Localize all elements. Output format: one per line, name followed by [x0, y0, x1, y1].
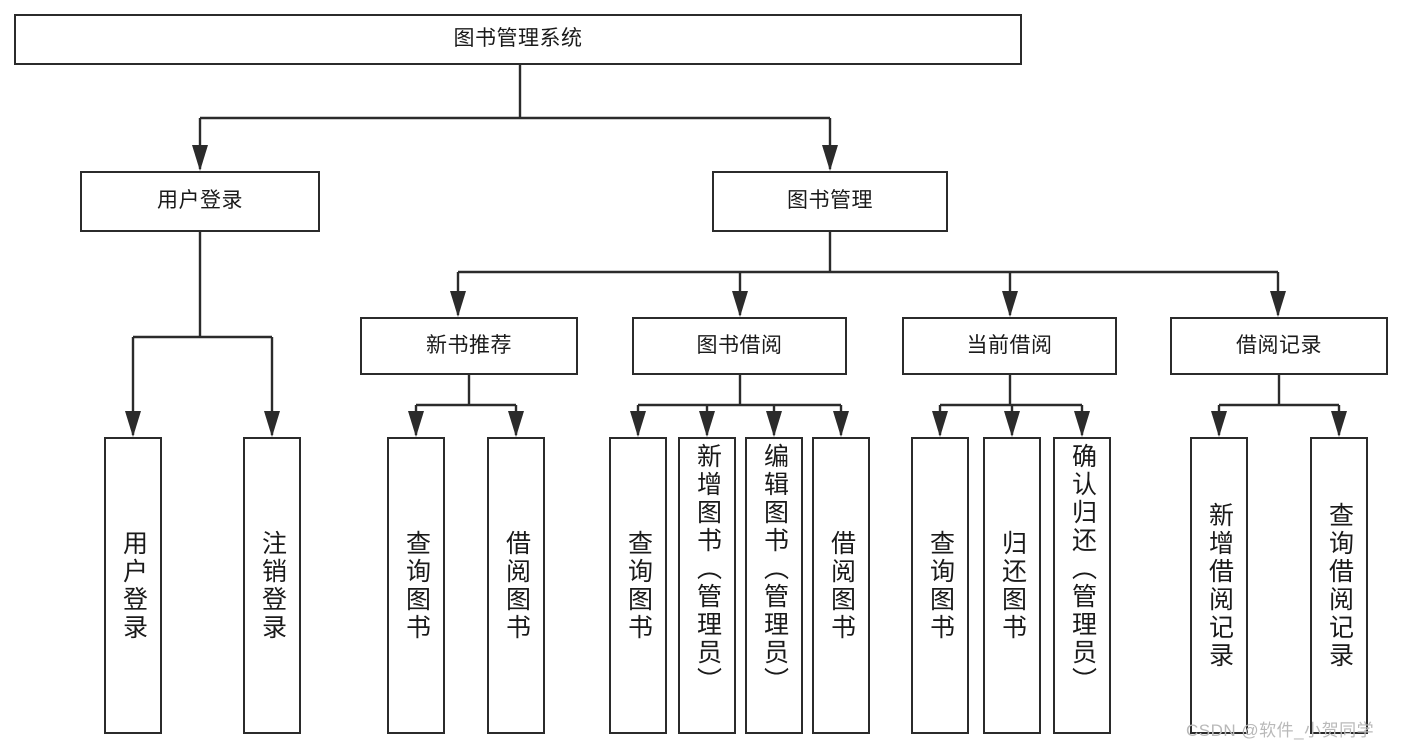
arrowhead-user-login-0 [125, 411, 141, 437]
arrowhead-current-borrow-0 [932, 411, 948, 437]
csdn-watermark: CSDN @软件_小贺同学 [1186, 721, 1375, 740]
node-label: 新增借阅记录 [1205, 501, 1234, 670]
arrowhead-book-borrow-0 [630, 411, 646, 437]
node-leaf-logout[interactable]: 注销登录 [243, 437, 301, 734]
node-label: 图书管理 [787, 189, 873, 213]
node-label: 图书管理系统 [453, 27, 583, 51]
arrowhead-book-borrow-1 [699, 411, 715, 437]
node-book-manage[interactable]: 图书管理 [712, 171, 948, 232]
arrowhead-book-borrow-2 [766, 411, 782, 437]
node-label: 确认归还（管理员） [1068, 443, 1097, 695]
node-leaf-query-book-3[interactable]: 查询图书 [911, 437, 969, 734]
node-label: 借阅图书 [502, 529, 531, 642]
node-label: 归还图书 [998, 529, 1027, 642]
node-user-login[interactable]: 用户登录 [80, 171, 320, 232]
node-label: 用户登录 [119, 529, 148, 642]
node-leaf-confirm-ret[interactable]: 确认归还（管理员） [1053, 437, 1111, 734]
arrowhead-root-0 [192, 145, 208, 171]
node-label: 借阅图书 [827, 529, 856, 642]
arrowhead-book-manage-0 [450, 291, 466, 317]
node-label: 编辑图书（管理员） [760, 443, 789, 695]
node-label: 借阅记录 [1236, 333, 1322, 357]
arrowhead-book-manage-1 [732, 291, 748, 317]
node-label: 查询借阅记录 [1325, 501, 1354, 670]
node-label: 查询图书 [926, 529, 955, 642]
arrowhead-user-login-1 [264, 411, 280, 437]
node-borrow-record[interactable]: 借阅记录 [1170, 317, 1388, 375]
node-leaf-borrow-book-1[interactable]: 借阅图书 [487, 437, 545, 734]
node-leaf-query-book-2[interactable]: 查询图书 [609, 437, 667, 734]
node-label: 用户登录 [157, 189, 243, 213]
node-label: 新书推荐 [426, 333, 512, 357]
node-leaf-add-record[interactable]: 新增借阅记录 [1190, 437, 1248, 734]
node-leaf-borrow-book-2[interactable]: 借阅图书 [812, 437, 870, 734]
node-current-borrow[interactable]: 当前借阅 [902, 317, 1117, 375]
node-leaf-return-book[interactable]: 归还图书 [983, 437, 1041, 734]
node-label: 新增图书（管理员） [693, 443, 722, 695]
node-new-book-rec[interactable]: 新书推荐 [360, 317, 578, 375]
node-leaf-user-login[interactable]: 用户登录 [104, 437, 162, 734]
node-leaf-query-book-1[interactable]: 查询图书 [387, 437, 445, 734]
node-book-borrow[interactable]: 图书借阅 [632, 317, 847, 375]
arrowhead-current-borrow-1 [1004, 411, 1020, 437]
arrowhead-borrow-record-1 [1331, 411, 1347, 437]
node-label: 注销登录 [258, 529, 287, 642]
arrowhead-new-book-rec-1 [508, 411, 524, 437]
arrowhead-new-book-rec-0 [408, 411, 424, 437]
node-label: 当前借阅 [966, 333, 1053, 357]
node-leaf-add-book[interactable]: 新增图书（管理员） [678, 437, 736, 734]
node-label: 查询图书 [624, 529, 653, 642]
arrowhead-borrow-record-0 [1211, 411, 1227, 437]
node-label: 图书借阅 [696, 333, 783, 357]
arrowhead-current-borrow-2 [1074, 411, 1090, 437]
arrowhead-book-borrow-3 [833, 411, 849, 437]
arrowhead-book-manage-3 [1270, 291, 1286, 317]
node-leaf-query-record[interactable]: 查询借阅记录 [1310, 437, 1368, 734]
arrowhead-book-manage-2 [1002, 291, 1018, 317]
node-leaf-edit-book[interactable]: 编辑图书（管理员） [745, 437, 803, 734]
node-root[interactable]: 图书管理系统 [14, 14, 1022, 65]
node-label: 查询图书 [402, 529, 431, 642]
arrowhead-root-1 [822, 145, 838, 171]
